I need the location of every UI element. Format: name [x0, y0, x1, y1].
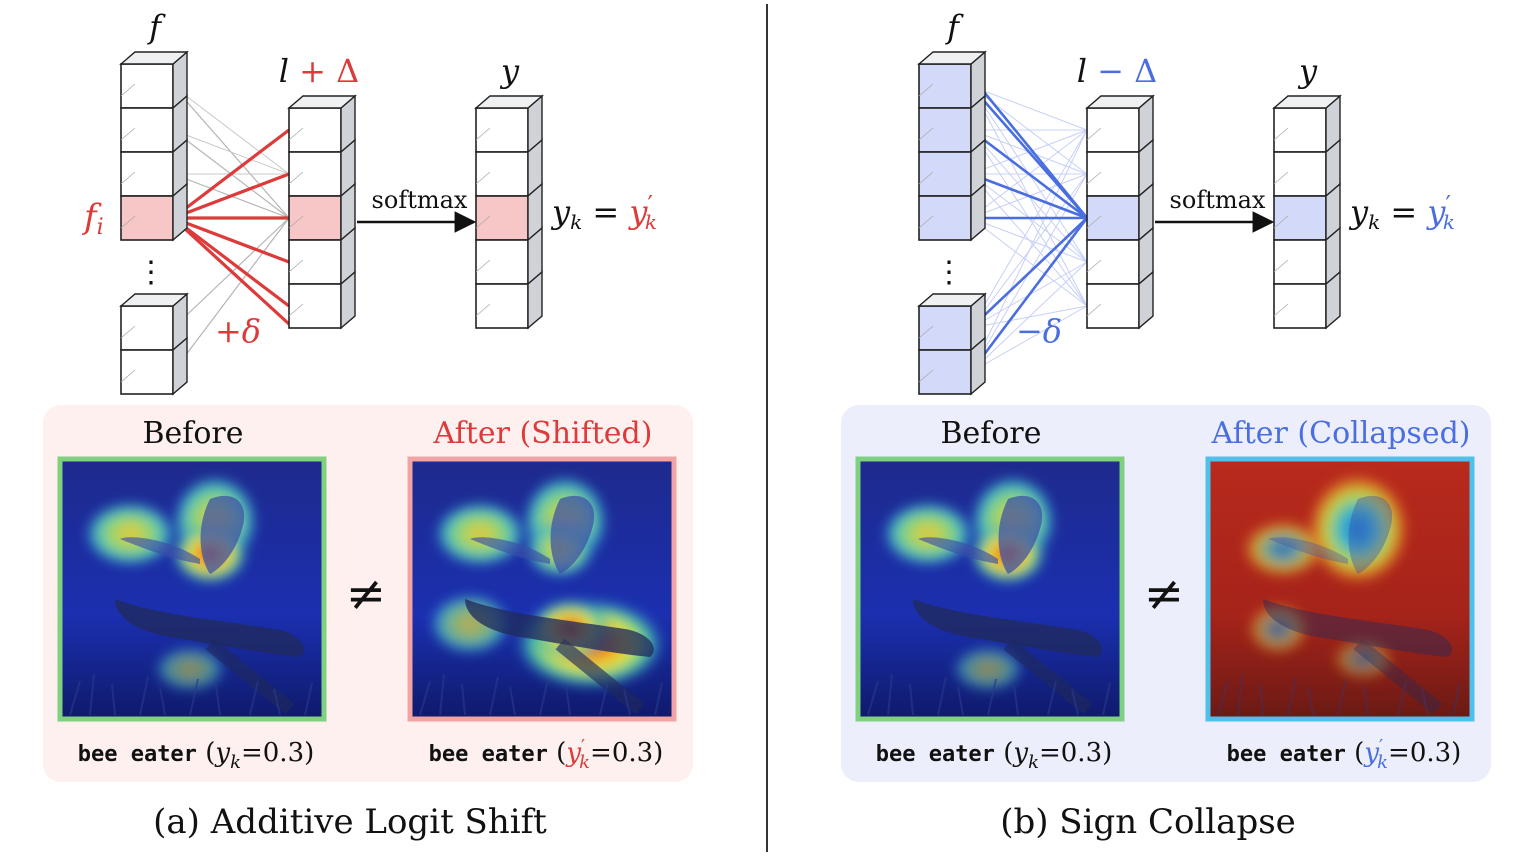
logit-stack-cell — [288, 226, 356, 286]
after-title: After (Collapsed) — [1211, 416, 1471, 451]
output-stack-cell — [1273, 226, 1341, 286]
after-caption: bee eater (y′k=0.3) — [429, 736, 664, 773]
feature-stack-cell — [120, 138, 188, 198]
logit-stack — [287, 94, 357, 330]
feature-stack — [917, 50, 987, 242]
logit-stack-cell — [1086, 138, 1154, 198]
feature-label: f — [945, 8, 964, 46]
output-stack-cell — [1273, 138, 1341, 198]
feature-stack-bottom-cell — [918, 292, 986, 352]
heatmap-after — [407, 456, 677, 722]
ellipsis-dots: ⋮ — [934, 255, 964, 290]
feature-stack-bottom-cell — [120, 292, 188, 352]
delta-label: +δ — [215, 312, 261, 350]
feature-stack-bottom — [917, 292, 987, 396]
softmax-label: softmax — [1170, 186, 1266, 214]
feature-stack-bottom — [119, 292, 189, 396]
output-label: y — [499, 52, 520, 90]
heatmap-before — [855, 456, 1125, 722]
output-stack-cell — [1273, 270, 1341, 330]
feature-stack-bottom-cell — [120, 336, 188, 396]
feature-stack-cell — [120, 50, 188, 110]
logit-stack-cell — [1086, 182, 1154, 242]
after-caption: bee eater (y′k=0.3) — [1227, 736, 1462, 773]
connections — [969, 75, 1089, 373]
logit-stack — [1085, 94, 1155, 330]
not-equal-sign: ≠ — [1144, 566, 1184, 622]
feature-index-label: fi — [81, 197, 104, 240]
before-caption: bee eater (yk=0.3) — [78, 738, 315, 773]
output-stack-cell — [475, 138, 543, 198]
before-title: Before — [142, 416, 243, 451]
panel-caption: (b) Sign Collapse — [1000, 802, 1296, 842]
output-label: y — [1297, 52, 1318, 90]
panel-caption: (a) Additive Logit Shift — [153, 802, 547, 842]
delta-label: −δ — [1016, 312, 1062, 350]
feature-stack-bottom-cell — [918, 336, 986, 396]
logit-label: l − Δ — [1077, 52, 1158, 90]
feature-stack-cell — [918, 182, 986, 242]
output-stack-cell — [475, 226, 543, 286]
output-stack-cell — [475, 94, 543, 154]
output-stack — [1272, 94, 1342, 330]
output-stack-cell — [475, 182, 543, 242]
heatmap-before — [57, 456, 327, 722]
softmax-label: softmax — [372, 186, 468, 214]
feature-stack-cell — [120, 182, 188, 242]
logit-stack-cell — [1086, 226, 1154, 286]
not-equal-sign: ≠ — [346, 566, 386, 622]
output-stack-cell — [475, 270, 543, 330]
equation: yk = y′k — [550, 191, 657, 234]
heatmap-after — [1205, 456, 1475, 722]
logit-stack-cell — [288, 94, 356, 154]
before-title: Before — [940, 416, 1041, 451]
before-caption: bee eater (yk=0.3) — [876, 738, 1113, 773]
output-stack-cell — [1273, 182, 1341, 242]
ellipsis-dots: ⋮ — [136, 255, 166, 290]
feature-stack — [119, 50, 189, 242]
equation: yk = y′k — [1348, 191, 1455, 234]
after-title: After (Shifted) — [433, 416, 653, 451]
output-stack — [474, 94, 544, 330]
connections — [171, 85, 291, 373]
logit-stack-cell — [288, 270, 356, 330]
output-stack-cell — [1273, 94, 1341, 154]
logit-stack-cell — [1086, 94, 1154, 154]
feature-stack-cell — [918, 94, 986, 154]
feature-label: f — [147, 8, 166, 46]
logit-label: l + Δ — [279, 52, 360, 90]
logit-stack-cell — [1086, 270, 1154, 330]
logit-stack-cell — [288, 138, 356, 198]
